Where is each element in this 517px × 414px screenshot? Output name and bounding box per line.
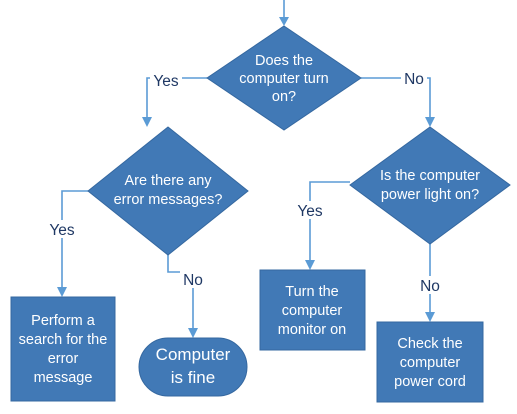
decision-turn-on-line-2: computer turn <box>239 71 328 87</box>
connector-power-yes <box>309 181 350 261</box>
decision-turn-on: Does the computer turn on? <box>206 25 362 131</box>
process-search-error-line-1: Perform a <box>31 313 96 329</box>
process-check-power-cord-line-1: Check the <box>397 336 462 352</box>
decision-power-light-line-1: Is the computer <box>380 168 480 184</box>
process-search-error-line-2: search for the <box>19 332 108 348</box>
edge-label-turn-on-no: No <box>404 71 424 88</box>
terminal-computer-fine-line-2: is fine <box>171 368 215 387</box>
arrowhead-entry <box>279 17 289 26</box>
process-search-error-line-3: error <box>48 351 79 367</box>
terminal-computer-fine-line-1: Computer <box>156 345 231 364</box>
decision-error-messages-line-2: error messages? <box>114 192 223 208</box>
arrowhead-power-no <box>425 312 435 322</box>
arrowhead-power-yes <box>305 260 315 270</box>
process-turn-monitor-on-line-2: computer <box>282 303 343 319</box>
decision-error-messages: Are there any error messages? <box>87 126 249 256</box>
decision-power-light-line-2: power light on? <box>381 187 479 203</box>
process-search-error: Perform a search for the error message <box>10 296 116 402</box>
process-check-power-cord-line-3: power cord <box>394 374 466 390</box>
edge-label-errors-yes: Yes <box>49 222 75 239</box>
edge-label-errors-no: No <box>183 272 203 289</box>
process-search-error-line-4: message <box>34 370 93 386</box>
arrowhead-errors-no <box>188 328 198 338</box>
connector-errors-yes <box>61 190 88 288</box>
edge-label-power-yes: Yes <box>297 203 323 220</box>
connector-errors-no <box>167 255 194 329</box>
decision-turn-on-line-3: on? <box>272 89 296 105</box>
process-check-power-cord: Check the computer power cord <box>376 321 484 403</box>
edge-label-turn-on-yes: Yes <box>153 73 179 90</box>
process-check-power-cord-line-2: computer <box>400 355 461 371</box>
process-turn-monitor-on: Turn the computer monitor on <box>259 269 366 351</box>
process-turn-monitor-on-line-1: Turn the <box>285 284 338 300</box>
connector-turn-on-no <box>361 77 431 118</box>
arrowhead-turn-on-yes <box>142 117 152 127</box>
terminal-computer-fine: Computer is fine <box>138 337 248 397</box>
connector-turn-on-yes <box>146 77 207 118</box>
edge-label-power-no: No <box>420 278 440 295</box>
decision-turn-on-line-1: Does the <box>255 53 313 69</box>
process-turn-monitor-on-line-3: monitor on <box>278 322 347 338</box>
decision-error-messages-line-1: Are there any <box>124 173 212 189</box>
arrowhead-turn-on-no <box>425 117 435 127</box>
decision-power-light: Is the computer power light on? <box>349 126 511 245</box>
arrowhead-errors-yes <box>57 287 67 297</box>
